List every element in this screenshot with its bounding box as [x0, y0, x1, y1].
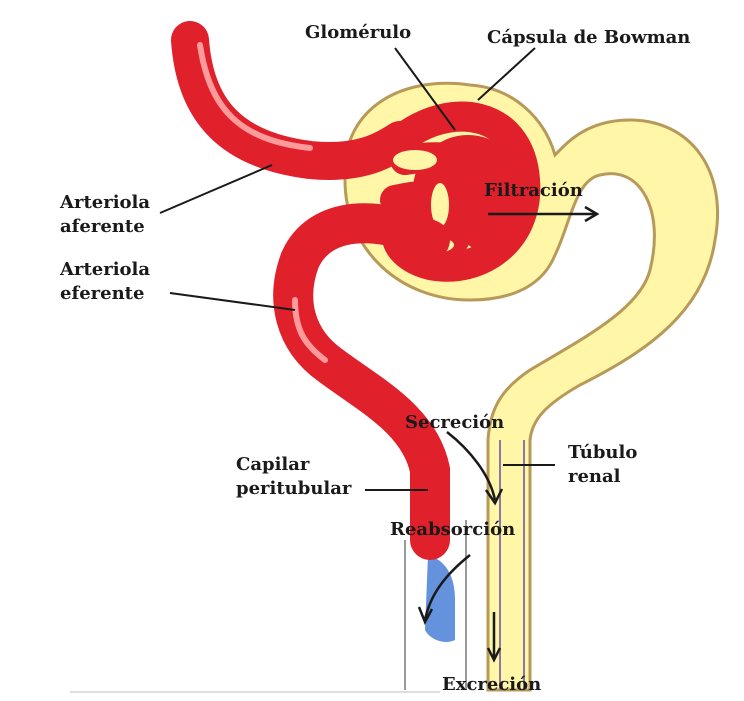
label-capilar-2: peritubular — [236, 478, 352, 499]
leader-aferente — [160, 165, 272, 213]
label-capsula: Cápsula de Bowman — [487, 27, 690, 48]
label-tubulo-2: renal — [568, 466, 621, 487]
label-arteriola-aferente-1: Arteriola — [59, 192, 150, 213]
label-filtracion: Filtración — [484, 180, 583, 201]
label-arteriola-aferente-2: aferente — [60, 216, 145, 237]
label-arteriola-eferente-1: Arteriola — [59, 259, 150, 280]
label-tubulo-1: Túbulo — [568, 442, 637, 463]
leader-capsula — [478, 48, 535, 100]
label-secrecion: Secreción — [405, 412, 504, 433]
label-arteriola-eferente-2: eferente — [60, 283, 144, 304]
glomerulus-gap-1 — [393, 150, 437, 170]
label-reabsorcion: Reabsorción — [390, 519, 515, 540]
label-excrecion: Excreción — [442, 674, 541, 695]
label-capilar-1: Capilar — [236, 454, 310, 475]
label-glomerulo: Glomérulo — [305, 22, 411, 43]
